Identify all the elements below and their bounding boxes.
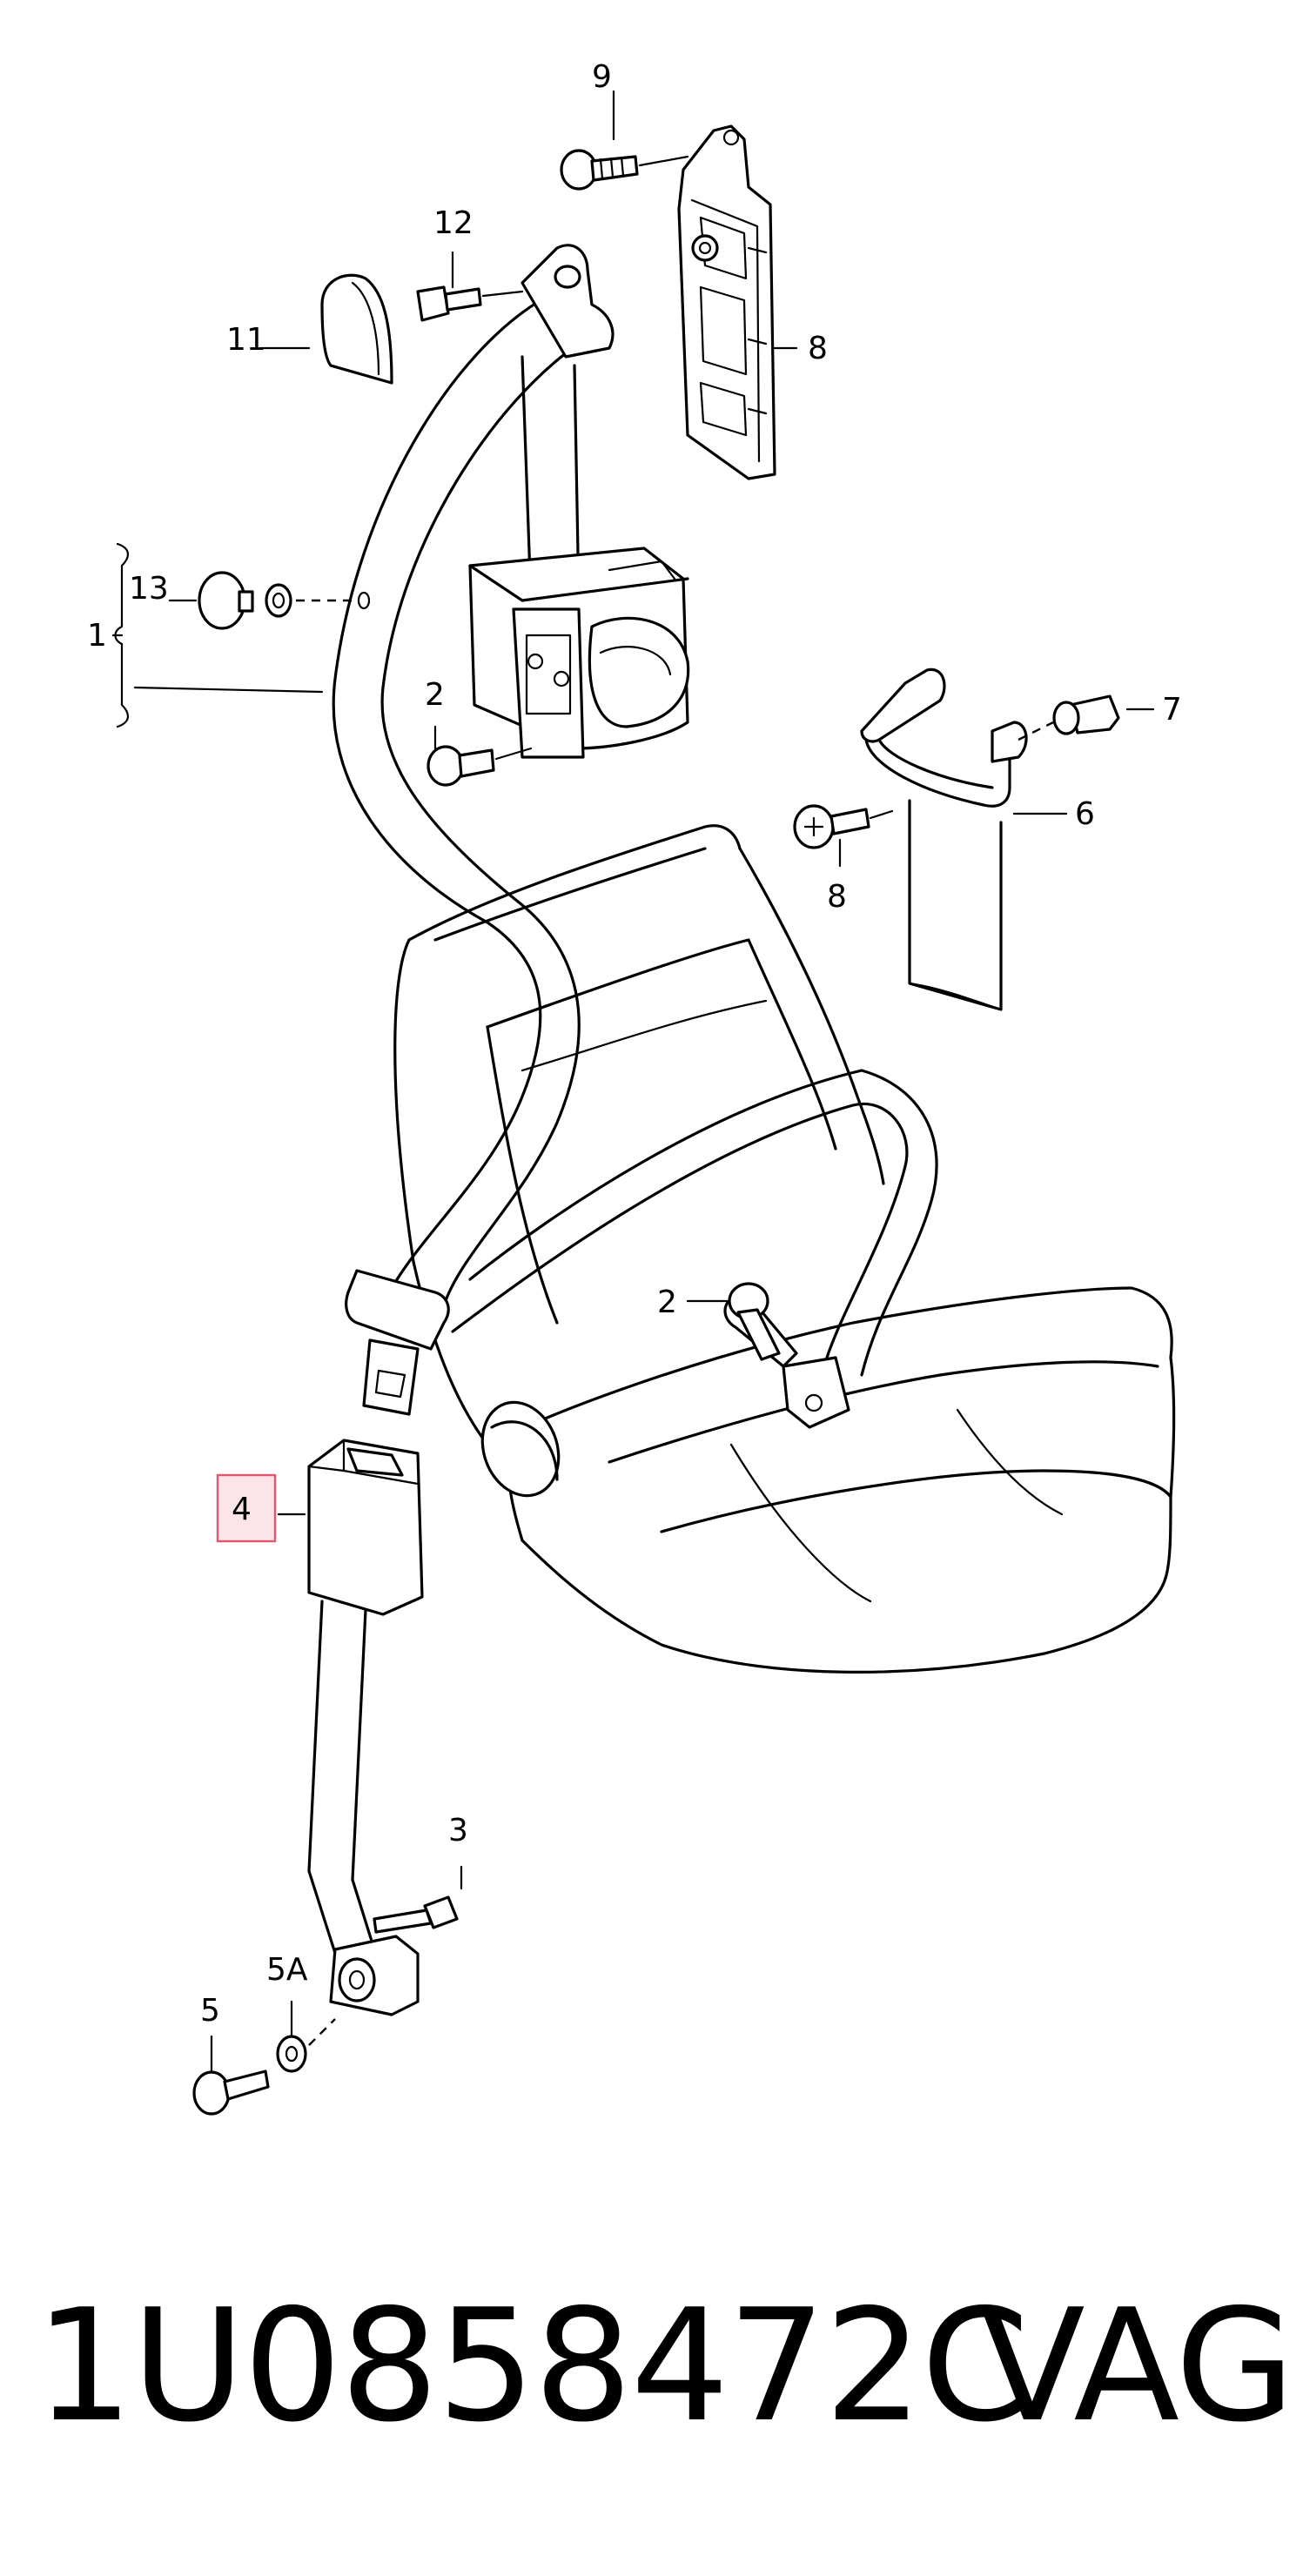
callout-12[interactable]: 12 bbox=[433, 205, 474, 241]
rivet-13 bbox=[198, 571, 371, 630]
belt-buckle bbox=[307, 1439, 424, 1969]
callout-5A[interactable]: 5A bbox=[266, 1952, 308, 1988]
callout-1[interactable]: 1 bbox=[87, 618, 107, 654]
loop-bracket-6 bbox=[860, 667, 1028, 1011]
callout-2-seat[interactable]: 2 bbox=[657, 1285, 677, 1320]
callout-8[interactable]: 8 bbox=[827, 879, 847, 915]
callout-4[interactable]: 4 bbox=[232, 1492, 252, 1527]
part-identification-footer: 1U0858472C VAG bbox=[0, 2237, 1303, 2567]
callout-9[interactable]: 8 bbox=[808, 331, 828, 366]
bolt-5 bbox=[192, 2070, 270, 2116]
clip-nut-7 bbox=[1018, 694, 1120, 741]
bolt-10 bbox=[560, 149, 689, 191]
belt-webbing bbox=[332, 244, 938, 1377]
trim-cap-11 bbox=[320, 273, 393, 385]
callout-3[interactable]: 3 bbox=[448, 1813, 468, 1848]
leader-lines bbox=[111, 90, 1155, 2073]
callout-7[interactable]: 7 bbox=[1162, 692, 1182, 728]
callout-6[interactable]: 6 bbox=[1075, 796, 1095, 832]
lower-anchor-plate bbox=[329, 1935, 420, 2016]
callout-2-retractor[interactable]: 2 bbox=[425, 677, 445, 713]
bolt-2-seat bbox=[728, 1282, 781, 1361]
callout-4-highlight[interactable] bbox=[216, 1473, 277, 1543]
height-adjuster bbox=[677, 124, 776, 480]
brand-name: VAG bbox=[979, 2276, 1295, 2456]
part-number: 1U0858472C bbox=[35, 2276, 1030, 2456]
bolt-12 bbox=[416, 285, 524, 322]
seat-outline bbox=[393, 824, 1176, 1674]
bolt-3 bbox=[373, 1895, 459, 1934]
latch-tongue bbox=[345, 1269, 450, 1416]
callout-11[interactable]: 11 bbox=[226, 322, 266, 358]
bolt-2-retractor bbox=[426, 745, 533, 787]
callout-labels: 9 12 11 8 13 1 2 7 6 8 2 4 3 5A 5 bbox=[87, 59, 1182, 2029]
callout-5[interactable]: 5 bbox=[200, 1993, 220, 2029]
callout-10[interactable]: 9 bbox=[592, 59, 612, 95]
screw-8 bbox=[793, 804, 894, 849]
seat-belt-exploded-diagram: 9 12 11 8 13 1 2 7 6 8 2 4 3 5A 5 bbox=[87, 59, 1182, 2116]
washer-5A bbox=[276, 2018, 336, 2073]
belt-retractor bbox=[468, 355, 690, 759]
callout-13[interactable]: 13 bbox=[129, 571, 169, 607]
